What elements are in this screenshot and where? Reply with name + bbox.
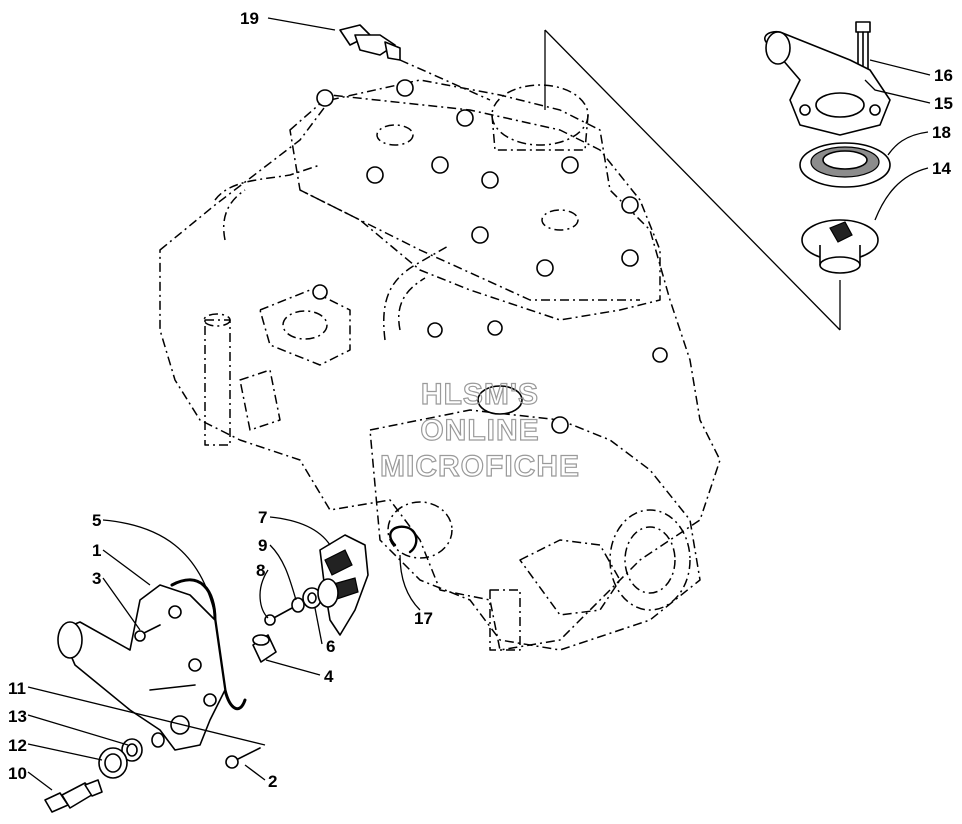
bushing-part-4 xyxy=(252,634,277,663)
callout-12: 12 xyxy=(8,736,27,755)
callout-5: 5 xyxy=(92,511,101,530)
screw-part-3 xyxy=(134,624,161,642)
impeller-part-7 xyxy=(317,534,369,636)
callout-17: 17 xyxy=(414,609,433,628)
callout-11: 11 xyxy=(8,679,26,698)
thermostat-housing-part-15 xyxy=(764,30,891,136)
bolt-part-8 xyxy=(264,607,293,626)
circlip-part-17 xyxy=(389,525,418,554)
watermark-line-3: MICROFICHE xyxy=(380,450,580,483)
callout-14: 14 xyxy=(932,159,951,178)
callout-3: 3 xyxy=(92,569,101,588)
callout-19: 19 xyxy=(240,9,259,28)
callout-10: 10 xyxy=(8,764,27,783)
thermostat-part-14 xyxy=(801,219,879,274)
gasket-part-18 xyxy=(799,142,891,188)
callout-1: 1 xyxy=(92,541,101,560)
callout-15: 15 xyxy=(934,94,953,113)
callout-16: 16 xyxy=(934,66,953,85)
callout-labels: 19 16 15 18 14 5 1 3 7 9 8 6 4 17 11 13 … xyxy=(8,9,953,791)
drain-plug-part-10 xyxy=(44,779,103,813)
callout-18: 18 xyxy=(932,123,951,142)
washer-part-12 xyxy=(98,747,128,779)
head-bolts xyxy=(312,79,668,434)
thermostat-group xyxy=(544,21,891,331)
callout-13: 13 xyxy=(8,707,27,726)
watermark: HLSM'S ONLINE MICROFICHE xyxy=(379,377,580,483)
pump-cover-part-1 xyxy=(57,584,226,751)
watermark-line-2: ONLINE xyxy=(420,414,539,447)
callout-4: 4 xyxy=(324,667,334,686)
callout-9: 9 xyxy=(258,536,267,555)
bolt-part-16 xyxy=(855,21,871,73)
callout-7: 7 xyxy=(258,508,267,527)
screw-part-2 xyxy=(225,747,261,769)
leader-lines xyxy=(27,17,931,791)
water-pump-group xyxy=(44,525,418,813)
washer-part-11 xyxy=(151,732,165,748)
callout-2: 2 xyxy=(268,772,277,791)
callout-8: 8 xyxy=(256,561,265,580)
engine-phantom-outline xyxy=(159,79,721,651)
washer-part-9 xyxy=(291,597,305,613)
sensor-part-19 xyxy=(339,24,491,101)
watermark-line-1: HLSM'S xyxy=(421,378,539,411)
callout-6: 6 xyxy=(326,637,335,656)
